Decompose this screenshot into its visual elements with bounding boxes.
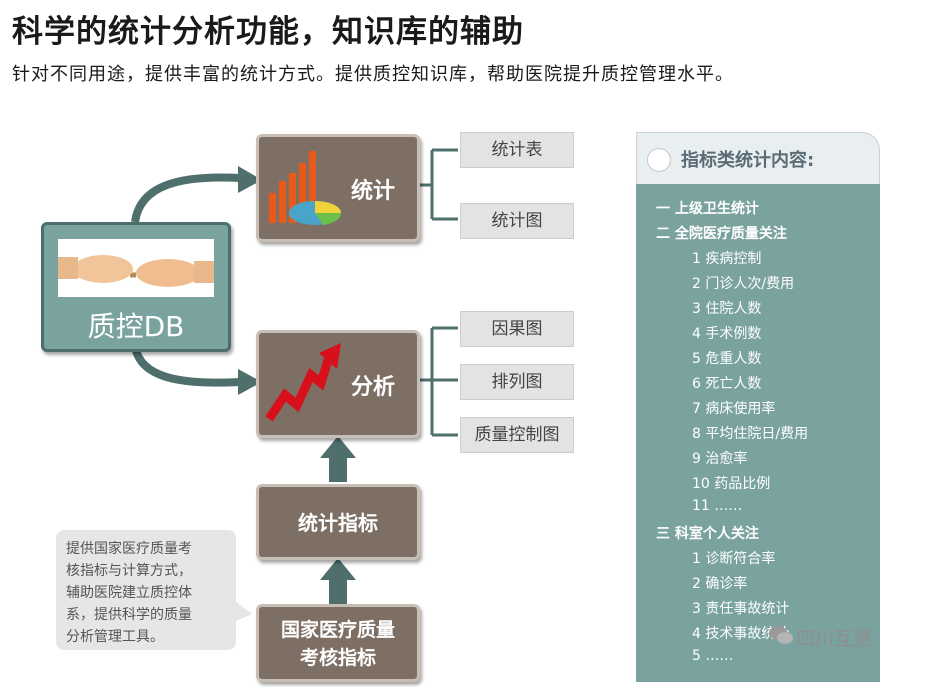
panel-list-item: 1 诊断符合率 [692, 551, 776, 567]
note-pointer [234, 600, 252, 622]
note-line: 提供国家医疗质量考 [66, 541, 192, 557]
panel-header: 指标类统计内容: [636, 132, 880, 184]
db-label: 质控DB [87, 310, 185, 343]
panel-list-item: 8 平均住院日/费用 [692, 426, 809, 442]
circle-icon [647, 148, 671, 172]
panel-body: 一 上级卫生统计二 全院医疗质量关注 1 疾病控制 2 门诊人次/费用 3 住院人数 4… [636, 184, 880, 682]
watermark: 四川互慧 [796, 628, 873, 650]
panel-list-item: 7 病床使用率 [692, 401, 776, 417]
page-title: 科学的统计分析功能，知识库的辅助 [12, 14, 524, 50]
note-line: 分析管理工具。 [66, 629, 164, 645]
panel-list-item: 5 …… [692, 648, 734, 664]
indicator-box: 统计指标 [256, 484, 420, 560]
panel-section-heading: 三 科室个人关注 [656, 526, 759, 542]
leaf-cause-effect: 因果图 [460, 311, 574, 347]
panel-list-item: 10 药品比例 [692, 476, 771, 492]
stat-box: 统计 [256, 134, 420, 242]
national-line2: 考核指标 [299, 647, 376, 669]
panel-list-item: 3 住院人数 [692, 301, 762, 317]
leaf-pareto: 排列图 [460, 364, 574, 400]
page-subtitle: 针对不同用途，提供丰富的统计方式。提供质控知识库，帮助医院提升质控管理水平。 [12, 64, 734, 85]
note-callout: 提供国家医疗质量考 核指标与计算方式， 辅助医院建立质控体 系，提供科学的质量 … [56, 530, 236, 650]
leaf-stat-table: 统计表 [460, 132, 574, 168]
panel-section-heading: 一 上级卫生统计 [656, 201, 759, 217]
panel-list-item: 3 责任事故统计 [692, 601, 790, 617]
note-line: 辅助医院建立质控体 [66, 585, 192, 601]
leaf-control-chart: 质量控制图 [460, 417, 574, 453]
panel-list-item: 9 治愈率 [692, 451, 748, 467]
panel-title: 指标类统计内容: [681, 150, 815, 171]
panel-list-item: 2 门诊人次/费用 [692, 276, 795, 292]
indicator-panel: 指标类统计内容: 一 上级卫生统计二 全院医疗质量关注 1 疾病控制 2 门诊人次/… [636, 132, 880, 682]
quality-db-box: 质控DB [41, 222, 231, 352]
panel-list-item: 6 死亡人数 [692, 376, 762, 392]
stat-label: 统计 [351, 179, 396, 204]
analysis-box: 分析 [256, 330, 420, 438]
national-box: 国家医疗质量 考核指标 [256, 604, 420, 682]
panel-list-item: 4 技术事故统计 [692, 626, 790, 642]
panel-section-heading: 二 全院医疗质量关注 [656, 226, 787, 242]
note-line: 核指标与计算方式， [66, 563, 192, 579]
note-line: 系，提供科学的质量 [66, 607, 192, 623]
wechat-icon [769, 626, 793, 644]
tug-of-war-image [58, 239, 214, 297]
panel-list-item: 2 确诊率 [692, 576, 748, 592]
panel-list-item: 5 危重人数 [692, 351, 762, 367]
national-line1: 国家医疗质量 [280, 619, 395, 641]
db-to-stat-arrow [131, 173, 241, 223]
bar-pie-icon [269, 151, 342, 225]
analysis-label: 分析 [351, 375, 396, 400]
leaf-stat-chart: 统计图 [460, 203, 574, 239]
indicator-label: 统计指标 [298, 511, 378, 535]
panel-list-item: 1 疾病控制 [692, 251, 762, 267]
rising-arrow-icon [265, 343, 341, 422]
db-to-analysis-arrow [131, 345, 241, 387]
panel-list-item: 11 …… [692, 498, 743, 514]
panel-list-item: 4 手术例数 [692, 326, 762, 342]
